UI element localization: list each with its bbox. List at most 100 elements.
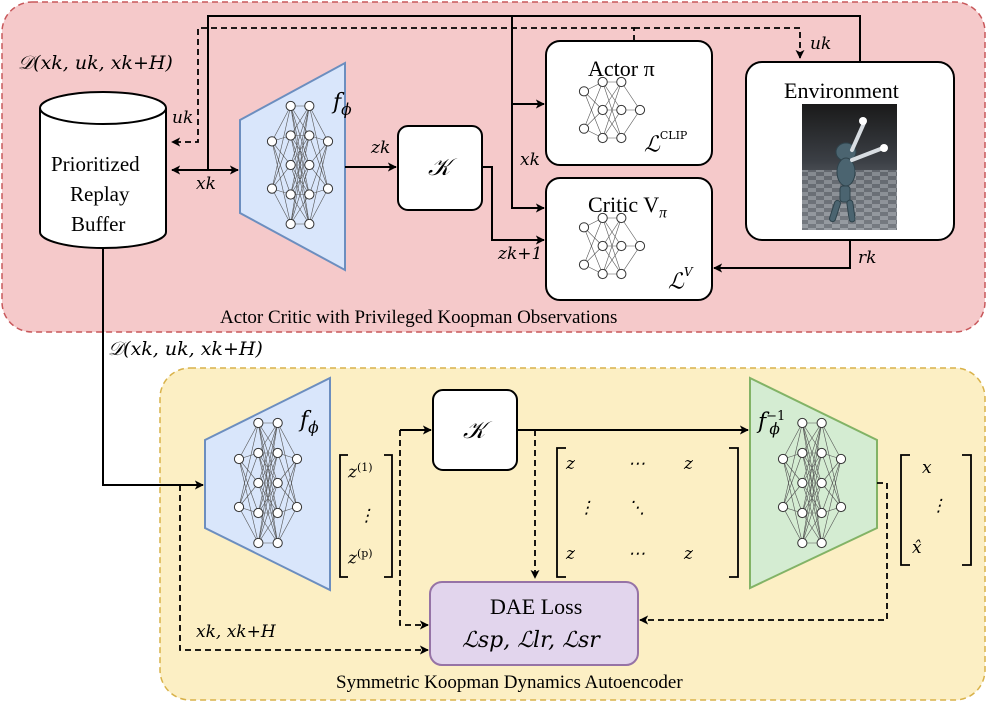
nn-node (616, 240, 627, 252)
rollout-r3c1: z (566, 544, 575, 564)
latent-top-entry: z(1) (348, 461, 373, 483)
nn-edge (782, 458, 803, 484)
nn-edge (309, 188, 329, 225)
neural-network-icon (777, 417, 847, 549)
latent-matrix-brackets (339, 454, 393, 578)
nn-node (816, 417, 827, 429)
actor-loss: ℒCLIP (644, 129, 688, 158)
nn-edge (309, 141, 329, 225)
neural-network-icon (578, 212, 646, 280)
nn-node (253, 507, 264, 519)
nn-node (634, 104, 646, 116)
nn-edge (238, 422, 259, 460)
nn-edge (621, 245, 641, 275)
nn-node (597, 268, 608, 280)
rollout-r1c1: z (566, 454, 575, 474)
nn-edge (290, 105, 310, 225)
nn-node (797, 447, 808, 459)
nn-edge (309, 105, 329, 142)
nn-node (797, 477, 808, 489)
nn-node (816, 477, 827, 489)
nn-edge (821, 452, 842, 508)
nn-edge (602, 217, 622, 247)
nn-edge (821, 482, 842, 508)
nn-edge (621, 81, 641, 111)
nn-edge (583, 217, 603, 265)
nn-node (272, 477, 283, 489)
environment-title: Environment (784, 78, 899, 103)
nn-edge (802, 482, 822, 544)
nn-edge (602, 81, 622, 111)
latent-bottom-entry: z(p) (348, 547, 373, 569)
arrow-uk-env (634, 27, 805, 59)
nn-node (304, 130, 315, 141)
nn-edge (271, 105, 291, 189)
nn-edge (821, 422, 842, 508)
nn-node (597, 132, 608, 144)
nn-edge (290, 164, 310, 225)
neural-network-icon (578, 76, 646, 144)
nn-edge (621, 109, 641, 139)
arrow-uk-buffer (171, 27, 635, 147)
rk-label: rk (858, 248, 877, 268)
uk-label-left: uk (172, 108, 194, 128)
output-vdots: ⋮ (930, 496, 947, 516)
zk-label: zk (371, 138, 391, 158)
decoder-label: f−1ϕ (758, 409, 786, 438)
output-matrix-brackets (900, 454, 972, 566)
arrow-xk-critic (511, 104, 545, 213)
nn-edge (782, 458, 803, 514)
rollout-r2c1: ⋮ (578, 498, 595, 518)
xk-label-left: xk (196, 174, 216, 194)
nn-edge (782, 452, 803, 508)
nn-node (291, 501, 303, 513)
dae-loss-terms: ℒsp, ℒlr, ℒsr (462, 628, 600, 653)
nn-edge (821, 458, 842, 544)
nn-node (797, 537, 808, 549)
nn-edge (602, 109, 622, 139)
nn-edge (277, 452, 298, 508)
nn-node (816, 447, 827, 459)
dataset-label-bottom: 𝒟(xk, uk, xk+H) (108, 338, 263, 360)
neural-network-icon (233, 417, 303, 549)
database-cylinder-icon (39, 91, 167, 249)
nn-edge (782, 422, 803, 508)
nn-edge (258, 422, 278, 484)
nn-node (578, 123, 590, 134)
buffer-line2: Replay (70, 182, 130, 206)
encoder-bottom-label: fϕ (300, 408, 319, 437)
nn-edge (258, 422, 278, 544)
arrow-buffer-autoencoder (102, 248, 204, 490)
nn-node (285, 159, 296, 171)
nn-edge (238, 422, 259, 508)
nn-edge (821, 458, 842, 514)
nn-edge (238, 458, 259, 514)
arrow-latent-loss (399, 430, 429, 630)
nn-node (597, 104, 608, 116)
nn-node (322, 136, 334, 147)
humanoid-robot-image (802, 104, 897, 230)
arrow-koopman-critic (482, 166, 545, 245)
nn-edge (782, 506, 803, 544)
zk1-label: zk+1 (498, 244, 543, 264)
nn-node (253, 537, 264, 549)
nn-node (597, 240, 608, 252)
nn-edge (277, 506, 298, 544)
nn-edge (271, 141, 291, 225)
nn-node (835, 501, 847, 513)
nn-node (304, 189, 315, 200)
nn-edge (277, 458, 298, 514)
nn-edge (277, 458, 298, 484)
dataset-label-top: 𝒟(xk, uk, xk+H) (18, 52, 173, 74)
nn-edge (583, 81, 603, 129)
nn-edge (290, 194, 310, 225)
nn-node (777, 453, 789, 465)
uk-label-env: uk (810, 34, 832, 54)
nn-edge (309, 135, 329, 189)
latent-vdots: ⋮ (358, 506, 375, 526)
nn-edge (621, 217, 641, 247)
nn-node (285, 100, 296, 112)
nn-node (304, 100, 315, 112)
actor-title: Actor π (588, 56, 655, 81)
nn-edge (271, 188, 291, 225)
